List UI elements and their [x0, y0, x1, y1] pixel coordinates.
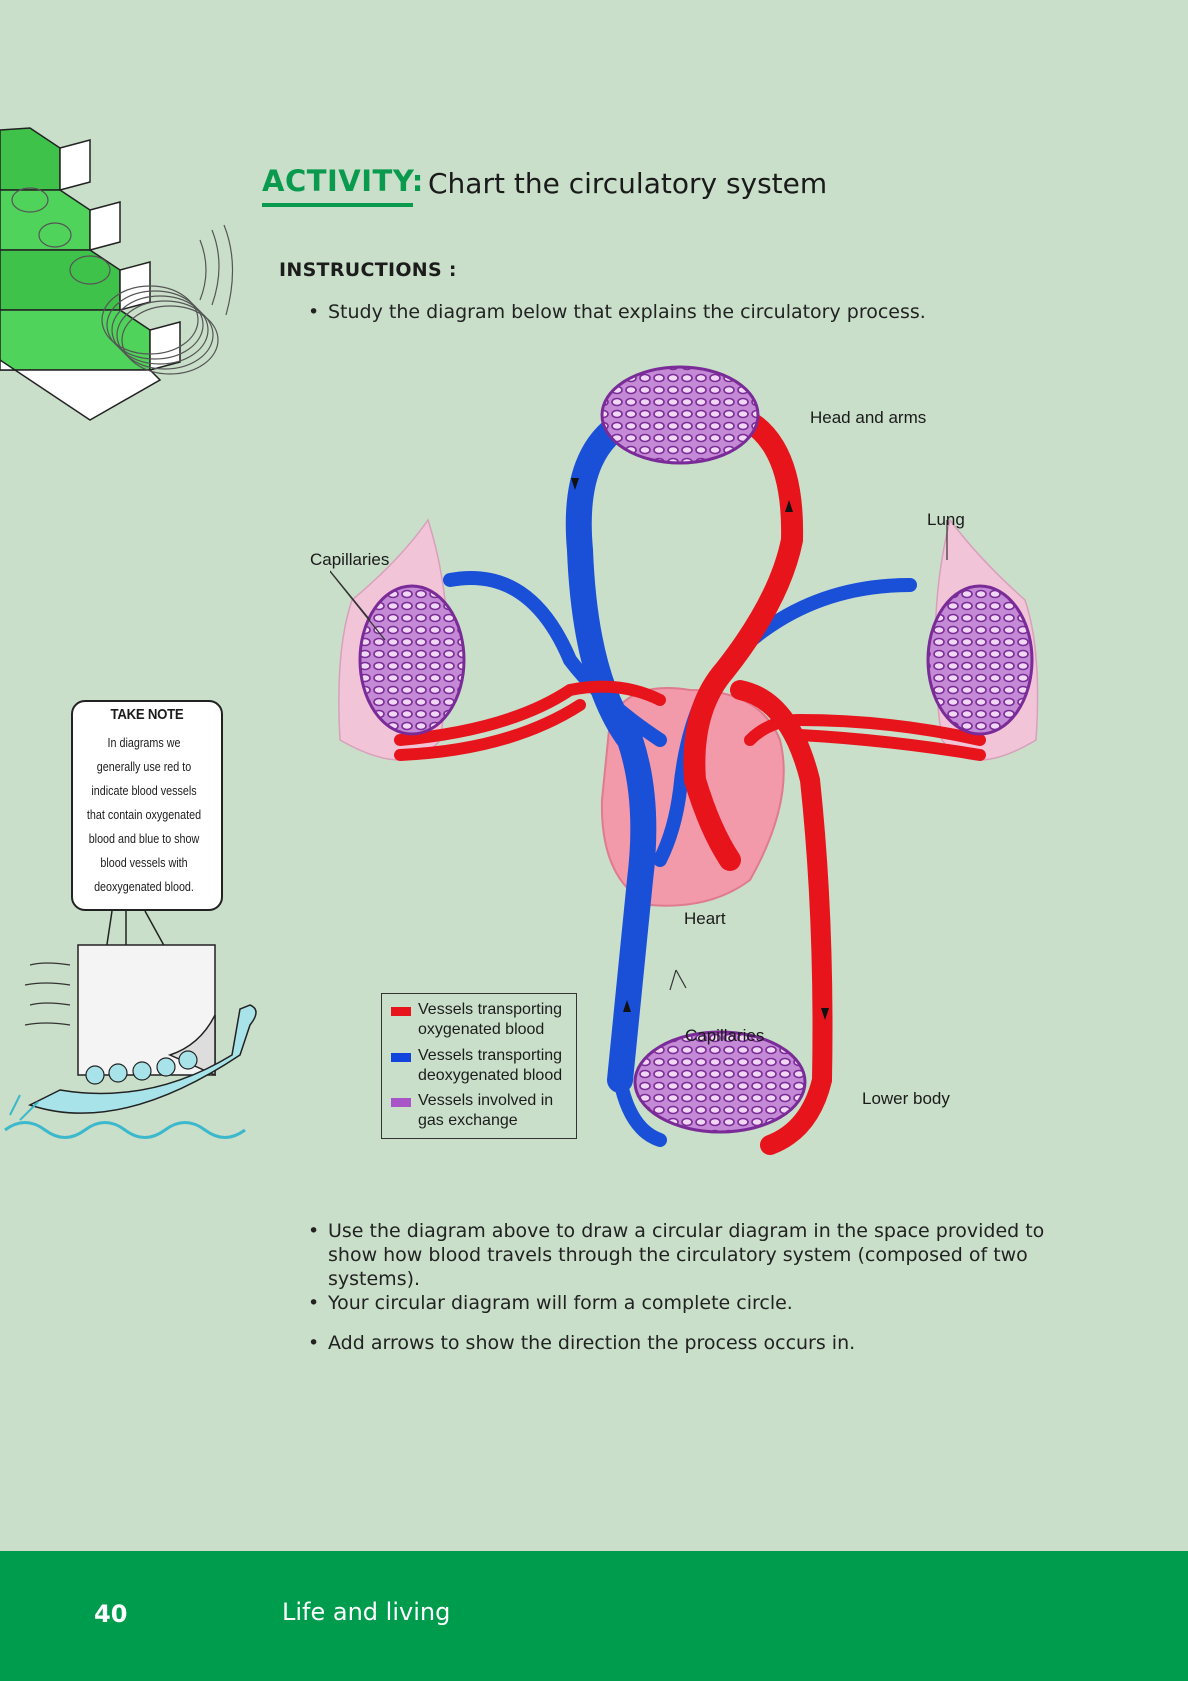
bullet-text: systems). [328, 1268, 421, 1290]
take-note-line: indicate blood vessels [91, 784, 197, 798]
label-lower-body: Lower body [862, 1089, 950, 1108]
circulatory-diagram [330, 365, 1039, 1155]
take-note-line: that contain oxygenated [86, 808, 202, 822]
legend-swatch-deoxygenated [391, 1053, 411, 1062]
intro-bullet: • Study the diagram below that explains … [308, 300, 1008, 326]
legend-entry: Vessels transporting deoxygenated blood [418, 1046, 562, 1086]
head-capillaries [600, 365, 760, 465]
bullet-text: Add arrows to show the direction the pro… [328, 1332, 856, 1354]
take-note-line: deoxygenated blood. [94, 880, 194, 894]
label-heart: Heart [684, 909, 726, 928]
page-number: 40 [94, 1600, 128, 1628]
take-note-line: In diagrams we [107, 736, 181, 750]
label-head-and-arms: Head and arms [810, 408, 927, 427]
chapter-title: Life and living [282, 1598, 451, 1626]
legend-entry: Vessels involved in gas exchange [418, 1091, 553, 1131]
page-title: Chart the circulatory system [428, 167, 828, 200]
bullet-text: Your circular diagram will form a comple… [328, 1292, 793, 1314]
legend-text: deoxygenated blood [418, 1067, 563, 1084]
take-note-body: In diagrams we generally use red to indi… [80, 731, 209, 899]
legend-text: Vessels involved in [418, 1092, 554, 1109]
activity-underline [262, 203, 413, 207]
instructions-heading: INSTRUCTIONS : [279, 259, 457, 281]
legend-text: oxygenated blood [418, 1021, 545, 1038]
left-lung-capillaries [358, 584, 466, 736]
take-note-title: TAKE NOTE [110, 706, 184, 723]
legend-text: Vessels transporting [418, 1047, 563, 1064]
bullet-text: Study the diagram below that explains th… [328, 301, 926, 323]
footer-bar [0, 1551, 1188, 1681]
bullet-text: show how blood travels through the circu… [328, 1244, 1028, 1266]
stairs-slinky-illustration [0, 127, 234, 421]
legend-text: gas exchange [418, 1112, 518, 1129]
legend-swatch-gas-exchange [391, 1098, 411, 1107]
bullet-dot: • [308, 1332, 320, 1354]
instruction-bullet: • Add arrows to show the direction the p… [308, 1331, 1108, 1357]
bullet-dot: • [308, 301, 320, 323]
take-note-line: generally use red to [96, 760, 192, 774]
viking-ship-illustration [4, 910, 257, 1139]
take-note-line: blood and blue to show [88, 832, 200, 846]
instruction-bullet: • Use the diagram above to draw a circul… [308, 1219, 1108, 1291]
instruction-bullet: • Your circular diagram will form a comp… [308, 1291, 1108, 1317]
right-lung-capillaries [926, 584, 1034, 736]
label-lung: Lung [927, 510, 965, 529]
bullet-dot: • [308, 1220, 320, 1242]
legend-text: Vessels transporting [418, 1001, 563, 1018]
label-capillaries-bottom: Capillaries [685, 1026, 765, 1045]
label-capillaries-top: Capillaries [310, 550, 390, 569]
diagram-legend: Vessels transporting oxygenated blood Ve… [381, 993, 577, 1139]
bullet-dot: • [308, 1292, 320, 1314]
lower-body-capillaries [633, 1030, 807, 1134]
take-note-line: blood vessels with [100, 856, 188, 870]
activity-label: ACTIVITY: [262, 164, 424, 198]
legend-entry: Vessels transporting oxygenated blood [418, 1000, 562, 1040]
legend-swatch-oxygenated [391, 1007, 411, 1016]
bullet-text: Use the diagram above to draw a circular… [328, 1220, 1045, 1242]
take-note-box: TAKE NOTE In diagrams we generally use r… [71, 700, 223, 911]
